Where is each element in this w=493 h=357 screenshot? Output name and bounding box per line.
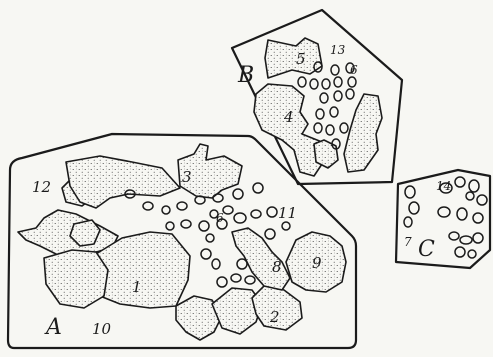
label-12: 12 <box>32 178 51 196</box>
label-region-c: C <box>418 237 435 262</box>
label-4: 4 <box>283 108 294 126</box>
label-9: 9 <box>312 254 322 272</box>
label-5: 5 <box>296 50 306 68</box>
label-6-b: 6 <box>350 63 358 77</box>
label-14: 14 <box>436 179 451 193</box>
label-7: 7 <box>404 235 412 249</box>
particle-4 <box>254 84 326 176</box>
label-3: 3 <box>182 168 192 186</box>
region-b <box>232 10 402 184</box>
particle-top-left <box>66 156 180 208</box>
label-13: 13 <box>330 43 346 57</box>
particle-5 <box>265 38 322 78</box>
label-2: 2 <box>269 308 280 326</box>
label-1: 1 <box>132 278 142 296</box>
label-region-b: B <box>237 63 254 88</box>
label-6-a: 6 <box>216 211 224 225</box>
label-11: 11 <box>278 204 297 222</box>
label-10: 10 <box>92 320 112 338</box>
label-region-a: A <box>44 315 62 340</box>
particle-b-right <box>344 94 382 172</box>
particle-10-left <box>44 250 108 308</box>
label-8: 8 <box>272 258 282 276</box>
